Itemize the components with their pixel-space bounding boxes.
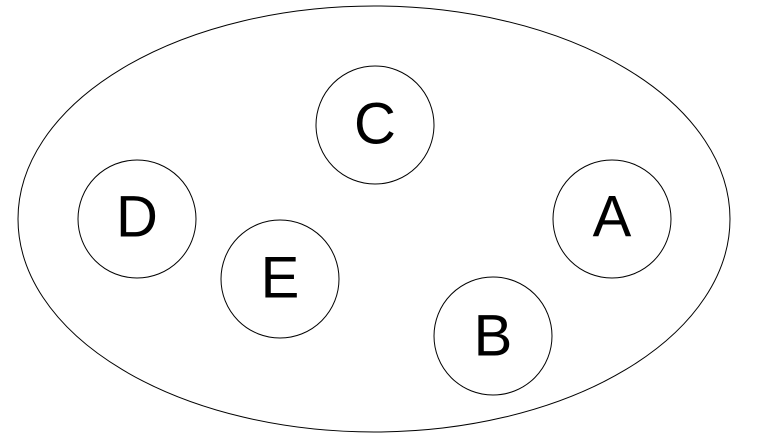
node-b: B <box>433 276 553 396</box>
node-a-circle <box>552 159 672 279</box>
node-d-circle <box>77 159 197 279</box>
node-b-label: B <box>474 304 513 369</box>
node-c-label: C <box>354 92 396 157</box>
node-e-circle <box>220 219 340 339</box>
node-e-label: E <box>261 246 300 311</box>
node-c-circle <box>315 65 435 185</box>
outer-set-ellipse <box>17 5 731 433</box>
node-b-circle <box>433 276 553 396</box>
node-c: C <box>315 65 435 185</box>
node-d-label: D <box>116 185 158 250</box>
node-a-label: A <box>593 185 632 250</box>
node-e: E <box>220 219 340 339</box>
node-a: A <box>552 159 672 279</box>
node-d: D <box>77 159 197 279</box>
